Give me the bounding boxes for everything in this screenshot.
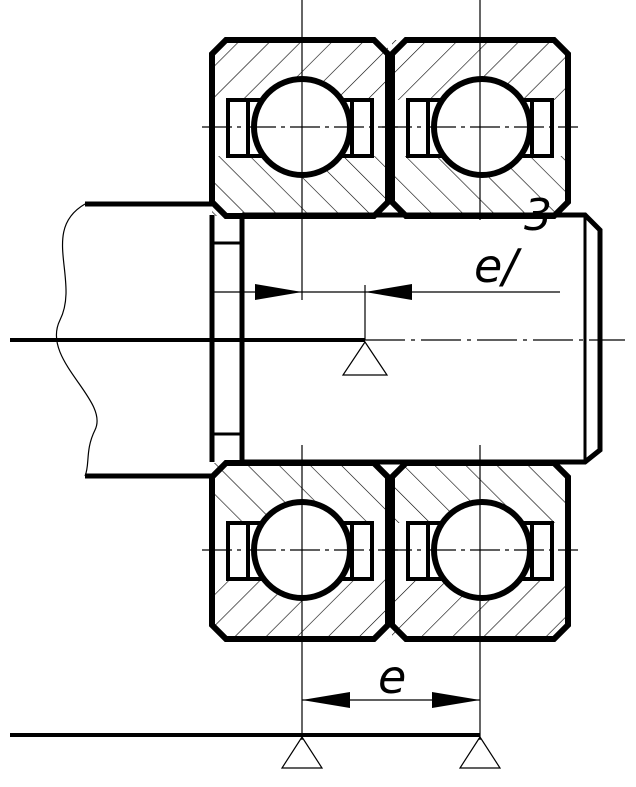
arrow-right-icon xyxy=(432,692,480,708)
part-number-label: 3 xyxy=(524,190,552,241)
dimension-e1 xyxy=(210,284,560,376)
offset-label: e/ xyxy=(474,239,522,293)
center-lines xyxy=(10,0,625,740)
arrow-left-icon xyxy=(365,284,412,300)
bearing xyxy=(202,37,398,219)
arrow-right-icon xyxy=(255,284,302,300)
support-triangle-icon xyxy=(280,735,324,769)
spacing-label: e xyxy=(378,650,406,704)
support-triangle-icon xyxy=(458,735,502,769)
arrow-left-icon xyxy=(302,692,350,708)
support-triangle-icon xyxy=(341,340,389,376)
dimension-e xyxy=(280,692,502,769)
bearing xyxy=(202,460,398,642)
